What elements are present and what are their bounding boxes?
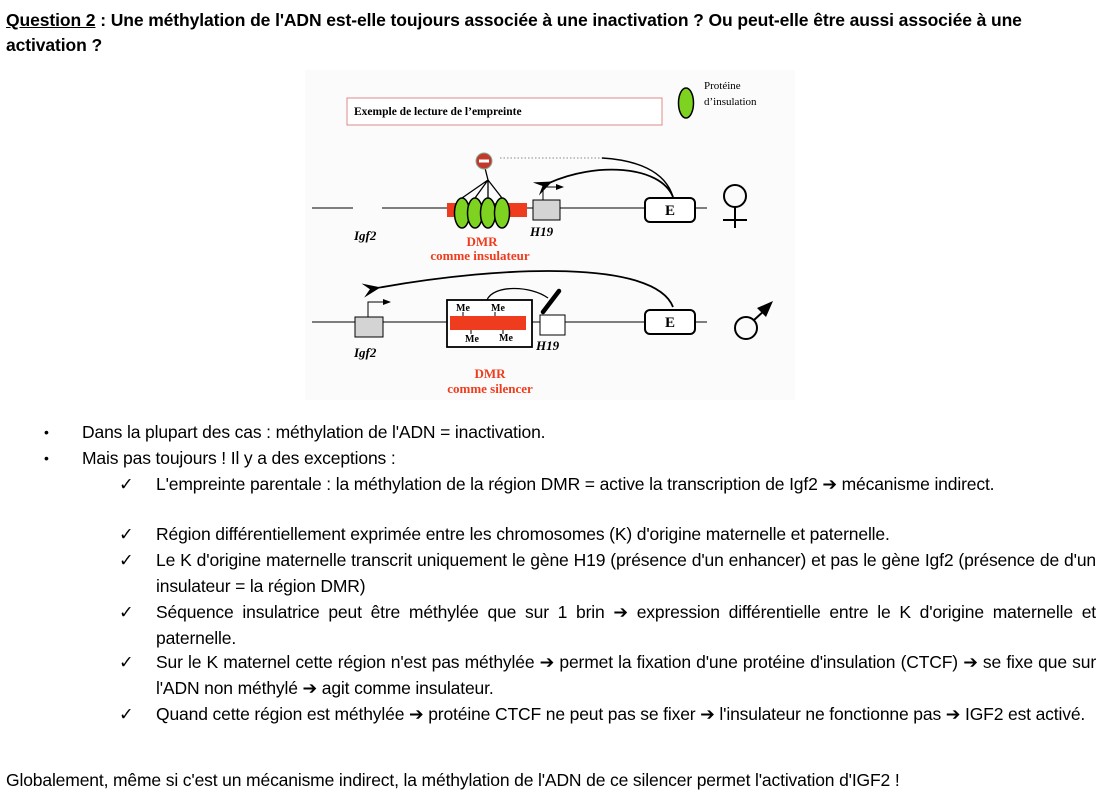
insulation-proteins — [453, 167, 511, 229]
check-item: ✓Le K d'origine maternelle transcrit uni… — [119, 550, 1096, 596]
svg-text:Me: Me — [456, 303, 470, 314]
male-symbol-icon — [734, 301, 773, 340]
check-item: ✓Région différentiellement exprimée entr… — [119, 524, 890, 544]
h19-label: H19 — [535, 338, 560, 353]
block-bar — [540, 288, 562, 315]
svg-text:Me: Me — [499, 333, 513, 344]
igf2-gene — [354, 316, 384, 338]
h19-label: H19 — [529, 224, 554, 239]
enhancer-box — [644, 197, 696, 223]
legend-line2: d’insulation — [704, 96, 757, 108]
igf2-label: Igf2 — [353, 345, 377, 360]
svg-text:Me: Me — [465, 334, 479, 345]
check-item: ✓Sur le K maternel cette région n'est pa… — [119, 652, 1096, 698]
question-heading: Question 2 : Une méthylation de l'ADN es… — [6, 8, 1106, 58]
conclusion: Globalement, même si c'est un mécanisme … — [6, 770, 900, 790]
question-text: : Une méthylation de l'ADN est-elle touj… — [6, 10, 1022, 55]
dmr-role-label: comme silencer — [447, 381, 533, 396]
svg-text:E: E — [665, 203, 675, 219]
h19-gene — [532, 199, 561, 221]
diagram-title-box — [346, 97, 663, 126]
check-item: ✓L'empreinte parentale : la méthylation … — [119, 474, 995, 494]
bullet-item: •Mais pas toujours ! Il y a des exceptio… — [44, 448, 396, 468]
maternal-chromosome: E Igf2 H19 DMR comme insulateur — [312, 152, 747, 263]
stop-icon — [475, 152, 493, 170]
dmr-label: DMR — [466, 234, 498, 249]
diagram-title: Exemple de lecture de l’empreinte — [354, 106, 522, 118]
dmr-label: DMR — [474, 366, 506, 381]
imprinting-diagram: Exemple de lecture de l’empreinte Protéi… — [305, 70, 795, 400]
enhancer-box — [644, 309, 696, 335]
check-item: ✓Quand cette région est méthylée ➔ proté… — [119, 704, 1086, 724]
question-label: Question 2 — [6, 10, 96, 30]
legend-line1: Protéine — [704, 80, 741, 92]
dmr-role-label: comme insulateur — [430, 248, 530, 263]
igf2-label: Igf2 — [353, 228, 377, 243]
paternal-chromosome: Me Me Me Me E H19 Igf2 DMR comme silence… — [312, 270, 773, 396]
female-symbol-icon — [723, 184, 747, 228]
insulation-protein-legend-icon — [677, 87, 695, 119]
bullet-item: •Dans la plupart des cas : méthylation d… — [44, 422, 546, 442]
h19-gene-silenced — [539, 314, 566, 336]
check-item: ✓Séquence insulatrice peut être méthylée… — [119, 602, 1096, 648]
svg-text:Me: Me — [491, 303, 505, 314]
svg-text:E: E — [665, 315, 675, 331]
